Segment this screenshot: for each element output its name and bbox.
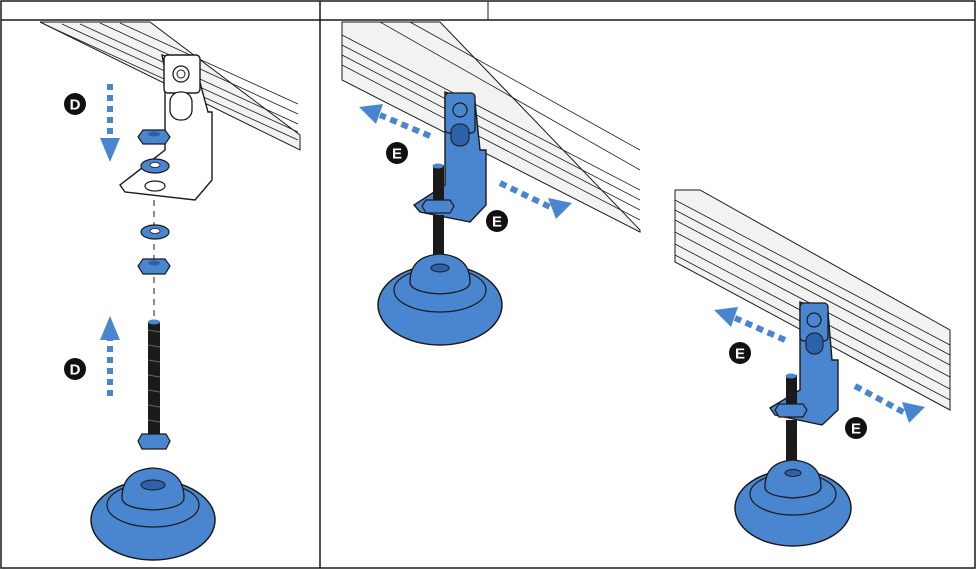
- arrow-left-E-middle: [359, 104, 432, 139]
- threaded-stud-right: [774, 373, 808, 472]
- panel-left-exploded-view: D D: [39, 21, 301, 561]
- step-badge-D-top: D: [64, 93, 86, 115]
- panel-right-assembled-view: E E: [674, 189, 951, 547]
- arrow-right-E-middle: [498, 180, 572, 219]
- svg-text:E: E: [735, 346, 745, 363]
- svg-text:E: E: [492, 214, 502, 231]
- mounting-bracket-middle: [412, 91, 487, 223]
- nut-upper: [137, 129, 171, 145]
- arrow-right-E-right: [853, 383, 925, 423]
- step-badge-E-right-bottom: E: [845, 417, 867, 439]
- rail-profile-middle: [341, 21, 641, 233]
- svg-text:E: E: [851, 421, 861, 438]
- washer-upper: [140, 158, 170, 174]
- mounting-bracket-left: [119, 54, 213, 201]
- leveling-foot-pad-right: [734, 459, 852, 547]
- threaded-stud-middle: [421, 163, 455, 270]
- svg-text:D: D: [70, 97, 81, 114]
- svg-text:E: E: [392, 146, 402, 163]
- leveling-foot-pad-middle: [377, 253, 503, 346]
- mounting-bracket-right: [768, 301, 839, 426]
- rail-profile-right: [674, 189, 951, 411]
- threaded-stud-left: [137, 319, 171, 450]
- svg-text:D: D: [70, 362, 81, 379]
- arrow-up-D: [100, 316, 120, 396]
- step-badge-E-right-top: E: [729, 342, 751, 364]
- leveling-foot-pad-left: [90, 467, 216, 561]
- arrow-down-D: [100, 84, 120, 162]
- panel-middle-assembled-view: E E: [341, 21, 641, 346]
- nut-lower: [137, 258, 171, 275]
- arrow-left-E-right: [714, 307, 787, 343]
- step-badge-E-middle-bottom: E: [486, 210, 508, 232]
- washer-lower: [140, 224, 170, 240]
- step-badge-D-bottom: D: [64, 358, 86, 380]
- step-badge-E-middle-top: E: [386, 142, 408, 164]
